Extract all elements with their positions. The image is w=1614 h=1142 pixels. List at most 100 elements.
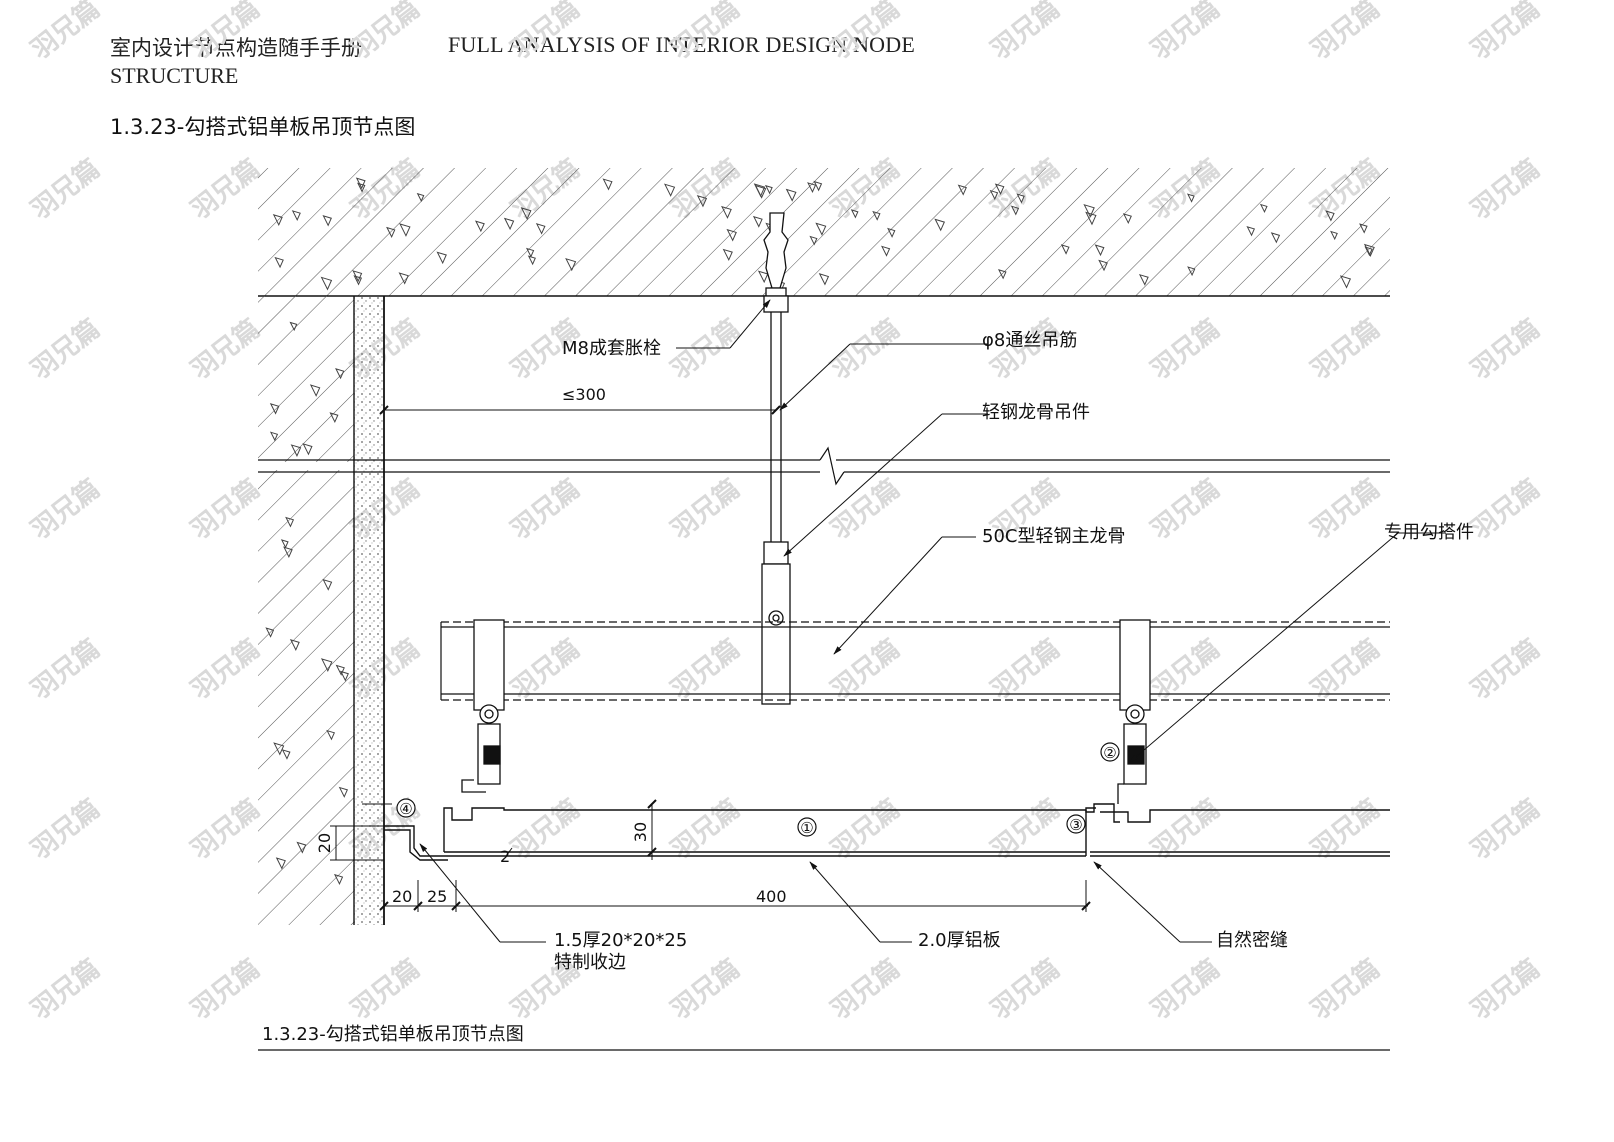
aggregate-mark bbox=[273, 742, 285, 756]
watermark-text: 羽兄篇 bbox=[985, 793, 1066, 865]
aggregate-mark bbox=[881, 245, 891, 257]
watermark-text: 羽兄篇 bbox=[185, 633, 266, 705]
dim-max-spacing: ≤300 bbox=[562, 385, 606, 404]
watermark-text: 羽兄篇 bbox=[345, 953, 426, 1025]
watermark-text: 羽兄篇 bbox=[1305, 793, 1386, 865]
aggregate-mark bbox=[291, 210, 301, 222]
aggregate-mark bbox=[1098, 259, 1108, 272]
watermark-text: 羽兄篇 bbox=[505, 0, 586, 66]
aggregate-mark bbox=[752, 215, 763, 228]
aggregate-mark bbox=[339, 670, 349, 682]
aggregate-mark bbox=[997, 269, 1007, 280]
watermark-text: 羽兄篇 bbox=[985, 953, 1066, 1025]
aggregate-mark bbox=[1325, 210, 1335, 222]
concrete-wall bbox=[258, 296, 385, 925]
dim-20-vertical: 20 bbox=[315, 833, 334, 853]
watermark-text: 羽兄篇 bbox=[25, 153, 106, 225]
label-anchor-bolt: M8成套胀栓 bbox=[562, 338, 661, 359]
watermark-text: 羽兄篇 bbox=[1145, 0, 1226, 66]
aggregate-mark bbox=[474, 220, 485, 233]
aggregate-mark bbox=[1016, 193, 1025, 204]
aggregate-mark bbox=[934, 218, 946, 232]
watermark-text: 羽兄篇 bbox=[185, 153, 266, 225]
aggregate-mark bbox=[296, 841, 307, 854]
dimension-lines bbox=[330, 405, 1091, 912]
aggregate-mark bbox=[269, 403, 280, 415]
label-hook-part: 专用勾搭件 bbox=[1384, 522, 1474, 543]
aggregate-mark bbox=[322, 215, 332, 227]
aggregate-mark bbox=[565, 257, 577, 272]
label-aluminum-panel: 2.0厚铝板 bbox=[918, 930, 1001, 951]
aggregate-mark bbox=[850, 209, 859, 219]
aggregate-mark bbox=[329, 412, 339, 424]
callout-4: ④ bbox=[399, 800, 412, 818]
manual-title-en-line2: STRUCTURE bbox=[110, 63, 239, 88]
main-keel bbox=[440, 621, 1390, 701]
aggregate-mark bbox=[663, 183, 676, 197]
aggregate-mark bbox=[1138, 273, 1149, 286]
aggregate-mark bbox=[602, 178, 613, 191]
aggregate-mark bbox=[957, 184, 967, 196]
aggregate-mark bbox=[764, 184, 773, 195]
watermark-text: 羽兄篇 bbox=[665, 953, 746, 1025]
watermark-text: 羽兄篇 bbox=[665, 793, 746, 865]
label-edge-trim-line1: 1.5厚20*20*25 bbox=[554, 930, 687, 951]
aggregate-mark bbox=[757, 270, 769, 284]
aggregate-mark bbox=[1246, 226, 1256, 237]
watermark-text: 羽兄篇 bbox=[665, 473, 746, 545]
aggregate-mark bbox=[1085, 211, 1097, 226]
watermark-text: 羽兄篇 bbox=[25, 473, 106, 545]
aggregate-mark bbox=[1094, 244, 1105, 257]
aggregate-mark bbox=[813, 180, 823, 192]
watermark-text: 羽兄篇 bbox=[505, 793, 586, 865]
keel-hanger bbox=[761, 541, 791, 705]
aggregate-mark bbox=[1270, 232, 1281, 244]
aggregate-mark bbox=[1339, 275, 1352, 289]
aggregate-mark bbox=[289, 639, 300, 651]
aggregate-mark bbox=[355, 177, 366, 190]
aggregate-mark bbox=[1186, 193, 1195, 203]
watermark-text: 羽兄篇 bbox=[825, 313, 906, 385]
aggregate-mark bbox=[1083, 203, 1095, 218]
aggregate-mark bbox=[726, 228, 737, 242]
watermark-text: 羽兄篇 bbox=[505, 473, 586, 545]
watermark-text: 羽兄篇 bbox=[25, 953, 106, 1025]
aggregate-mark bbox=[815, 222, 827, 236]
aggregate-mark bbox=[503, 217, 515, 231]
watermark-text: 羽兄篇 bbox=[1305, 313, 1386, 385]
watermark-text: 羽兄篇 bbox=[665, 633, 746, 705]
leader-lines bbox=[362, 299, 1446, 943]
aggregate-mark bbox=[338, 786, 349, 798]
aggregate-mark bbox=[1122, 213, 1132, 225]
watermark-text: 羽兄篇 bbox=[1145, 313, 1226, 385]
watermark-text: 羽兄篇 bbox=[825, 953, 906, 1025]
aggregate-mark bbox=[335, 664, 345, 676]
watermark-text: 羽兄篇 bbox=[665, 0, 746, 66]
watermark-text: 羽兄篇 bbox=[665, 313, 746, 385]
watermark-text: 羽兄篇 bbox=[1305, 953, 1386, 1025]
aggregate-mark bbox=[322, 578, 333, 591]
aggregate-mark bbox=[1364, 246, 1373, 257]
watermark-text: 羽兄篇 bbox=[25, 313, 106, 385]
aggregate-mark bbox=[357, 182, 366, 193]
threaded-rod bbox=[763, 212, 789, 542]
watermark-text: 羽兄篇 bbox=[1465, 153, 1546, 225]
aggregate-mark bbox=[320, 658, 333, 672]
break-line bbox=[258, 446, 1390, 486]
drawing-caption: 1.3.23-勾搭式铝单板吊顶节点图 bbox=[262, 1024, 524, 1045]
callout-1: ① bbox=[800, 819, 813, 837]
dim-2: 2 bbox=[500, 847, 510, 866]
aggregate-mark bbox=[807, 182, 817, 194]
hook-clip-right bbox=[1117, 619, 1151, 804]
label-hanger: 轻钢龙骨吊件 bbox=[982, 402, 1090, 423]
aggregate-mark bbox=[275, 857, 286, 870]
watermark-text: 羽兄篇 bbox=[1465, 793, 1546, 865]
watermark-text: 羽兄篇 bbox=[985, 633, 1066, 705]
aggregate-mark bbox=[274, 256, 284, 269]
watermark-text: 羽兄篇 bbox=[1305, 0, 1386, 66]
aggregate-mark bbox=[280, 539, 289, 549]
aggregate-mark bbox=[989, 189, 999, 201]
dim-20: 20 bbox=[392, 887, 412, 906]
watermark-text: 羽兄篇 bbox=[1305, 473, 1386, 545]
